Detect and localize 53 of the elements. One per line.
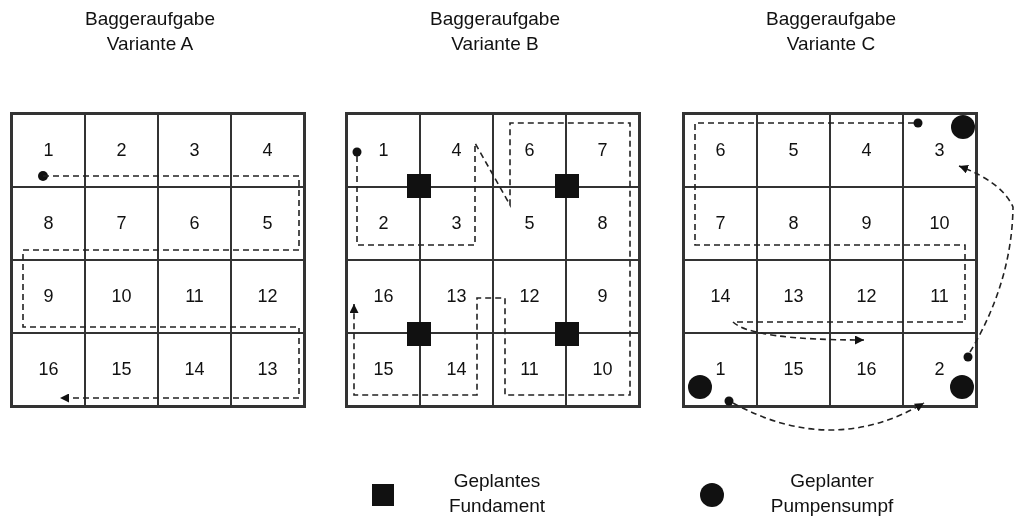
cell-number: 6 [715, 140, 726, 161]
cell-number: 9 [43, 286, 54, 307]
cell-number: 15 [111, 359, 132, 380]
cell-number: 2 [116, 140, 127, 161]
cell-number: 16 [373, 286, 394, 307]
cell-number: 3 [451, 213, 462, 234]
cell-number: 11 [185, 286, 204, 307]
cell-number: 16 [856, 359, 877, 380]
cell-number: 7 [715, 213, 726, 234]
cell-number: 4 [861, 140, 872, 161]
cell-number: 12 [519, 286, 540, 307]
cell-number: 2 [934, 359, 945, 380]
cell-number: 15 [373, 359, 394, 380]
cell-number: 5 [262, 213, 273, 234]
panel-title: Baggeraufgabe Variante A [84, 7, 216, 56]
cell-number: 3 [189, 140, 200, 161]
cell-number: 2 [378, 213, 389, 234]
cell-number: 7 [116, 213, 127, 234]
cell-number: 8 [788, 213, 799, 234]
cell-number: 13 [446, 286, 467, 307]
legend-text: Geplantes Fundament [447, 469, 547, 518]
legend-text: Geplanter Pumpensumpf [769, 469, 895, 518]
cell-number: 14 [184, 359, 205, 380]
panel-title: Baggeraufgabe Variante B [429, 7, 561, 56]
cell-number: 13 [783, 286, 804, 307]
cell-number: 10 [111, 286, 132, 307]
cell-number: 10 [592, 359, 613, 380]
panel-title: Baggeraufgabe Variante C [765, 7, 897, 56]
cell-number: 1 [378, 140, 389, 161]
cell-number: 11 [930, 286, 949, 307]
cell-number: 14 [710, 286, 731, 307]
cell-number: 16 [38, 359, 59, 380]
cell-number: 8 [597, 213, 608, 234]
cell-number: 15 [783, 359, 804, 380]
cell-number: 9 [597, 286, 608, 307]
cell-number: 1 [43, 140, 54, 161]
cell-number: 5 [788, 140, 799, 161]
cell-number: 1 [715, 359, 726, 380]
cell-number: 5 [524, 213, 535, 234]
cell-number: 14 [446, 359, 467, 380]
cell-number: 4 [262, 140, 273, 161]
cell-number: 3 [934, 140, 945, 161]
cell-number: 8 [43, 213, 54, 234]
cell-number: 12 [856, 286, 877, 307]
cell-number: 9 [861, 213, 872, 234]
cell-number: 10 [929, 213, 950, 234]
cell-number: 4 [451, 140, 462, 161]
cell-number: 6 [189, 213, 200, 234]
cell-number: 7 [597, 140, 608, 161]
cell-number: 11 [520, 359, 539, 380]
cell-number: 13 [257, 359, 278, 380]
cell-number: 6 [524, 140, 535, 161]
cell-number: 12 [257, 286, 278, 307]
